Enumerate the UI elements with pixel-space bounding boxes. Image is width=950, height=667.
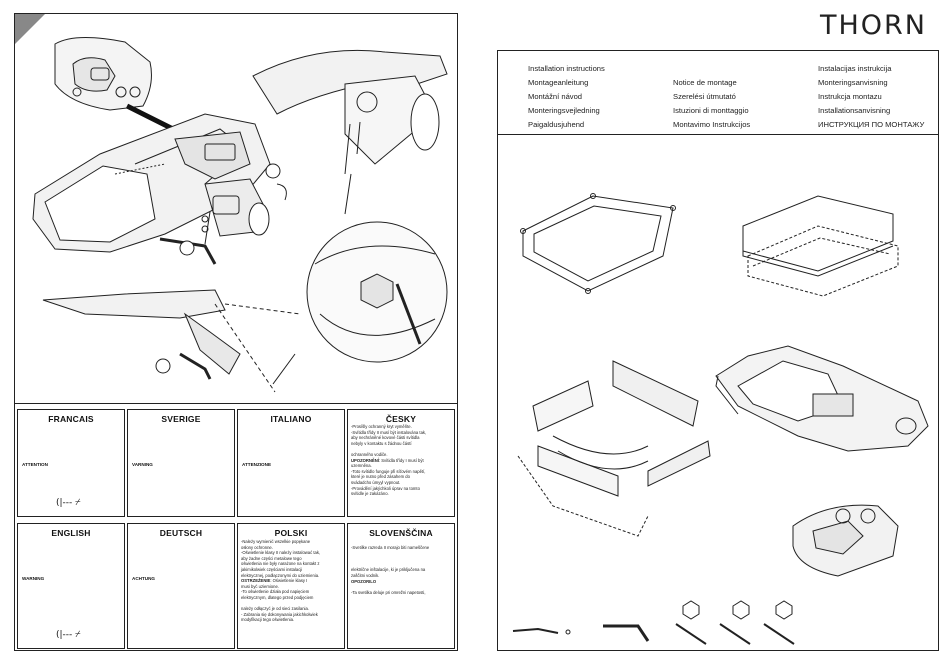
section-sverige: SVERIGE VARNING bbox=[127, 409, 235, 517]
section-title: SVERIGE bbox=[161, 414, 201, 424]
section-english: ENGLISH WARNING (|--- ⌿ bbox=[17, 523, 125, 649]
assembly-illustration bbox=[15, 14, 448, 393]
section-title: ENGLISH bbox=[51, 528, 91, 538]
hex-key-icon-2 bbox=[732, 600, 750, 620]
reflector-assembly bbox=[517, 360, 711, 537]
components-illustration bbox=[512, 193, 929, 645]
section-cesky: ČESKY -Prosíšly ochranný kryt vyměňte. -… bbox=[347, 409, 455, 517]
warning-label: ATTENTION bbox=[22, 462, 48, 467]
section-title: SLOVENŠČINA bbox=[369, 528, 433, 538]
hex-key-icon-1 bbox=[682, 600, 700, 620]
section-text: -Prosíšly ochranný kryt vyměňte. -Svítid… bbox=[351, 424, 427, 497]
callout-circles bbox=[155, 163, 281, 374]
warning-label: VARNING bbox=[132, 462, 153, 467]
brand-logo: THORN bbox=[820, 10, 928, 41]
left-page: FRANCAIS ATTENTION (|--- ⌿ SVERIGE VARNI… bbox=[14, 13, 458, 651]
section-deutsch: DEUTSCH ACHTUNG bbox=[127, 523, 235, 649]
section-title: FRANCAIS bbox=[48, 414, 94, 424]
section-text: -Należy wymienić wszelkie popękane osłon… bbox=[241, 539, 321, 623]
section-polski: POLSKI -Należy wymienić wszelkie popękan… bbox=[237, 523, 345, 649]
class-ii-icon: (|--- ⌿ bbox=[56, 498, 81, 508]
right-page: Installation instructions Montageanleitu… bbox=[497, 50, 939, 651]
section-slovenscina: SLOVENŠČINA -Svetilke razreda II morajo … bbox=[347, 523, 455, 649]
screwdriver-icon bbox=[512, 627, 559, 634]
bracket-part bbox=[54, 36, 152, 111]
side-arm bbox=[42, 289, 301, 393]
section-francais: FRANCAIS ATTENTION (|--- ⌿ bbox=[17, 409, 125, 517]
tools-row bbox=[512, 600, 795, 645]
header-column-2: Notice de montage Szerelési útmutató Ist… bbox=[673, 77, 751, 129]
warning-label: ATTENZIONE bbox=[242, 462, 272, 467]
header-column-1: Installation instructions Montageanleitu… bbox=[528, 64, 605, 129]
section-title: DEUTSCH bbox=[159, 528, 203, 538]
pole-detail bbox=[252, 49, 448, 175]
instructions-header: Installation instructions Montageanleitu… bbox=[498, 51, 938, 135]
magnified-detail bbox=[306, 173, 448, 363]
warning-label: ACHTUNG bbox=[132, 576, 155, 581]
warning-label: UPOZORNĚNÍ bbox=[351, 457, 379, 463]
hex-key bbox=[159, 237, 217, 265]
mounting-frame bbox=[520, 193, 676, 294]
section-title: ITALIANO bbox=[270, 414, 312, 424]
section-title: POLSKI bbox=[274, 528, 308, 538]
luminaire-body bbox=[32, 113, 271, 253]
warning-label: OSTRZEŻENIE bbox=[241, 578, 271, 584]
box-spanner-icon bbox=[603, 624, 650, 642]
spigot-clamp bbox=[201, 178, 270, 245]
section-text: -Svetilke razreda II morajo biti namešče… bbox=[351, 545, 451, 595]
assembly-diagram bbox=[15, 14, 457, 404]
cover-plate bbox=[742, 195, 899, 297]
warning-label: OPOZORILO bbox=[351, 578, 377, 584]
warning-label: WARNING bbox=[22, 576, 45, 581]
class-ii-icon: (|--- ⌿ bbox=[56, 630, 81, 640]
corner-fold bbox=[15, 14, 45, 44]
rotation-arrow bbox=[276, 183, 287, 201]
open-luminaire bbox=[715, 345, 929, 452]
spigot-bracket bbox=[792, 504, 899, 577]
section-italiano: ITALIANO ATTENZIONE bbox=[237, 409, 345, 517]
header-column-3: Instalacijas instrukcija Monteringsanvis… bbox=[818, 64, 925, 129]
section-title: ČESKY bbox=[385, 414, 417, 424]
hex-key-icon-3 bbox=[775, 600, 793, 620]
